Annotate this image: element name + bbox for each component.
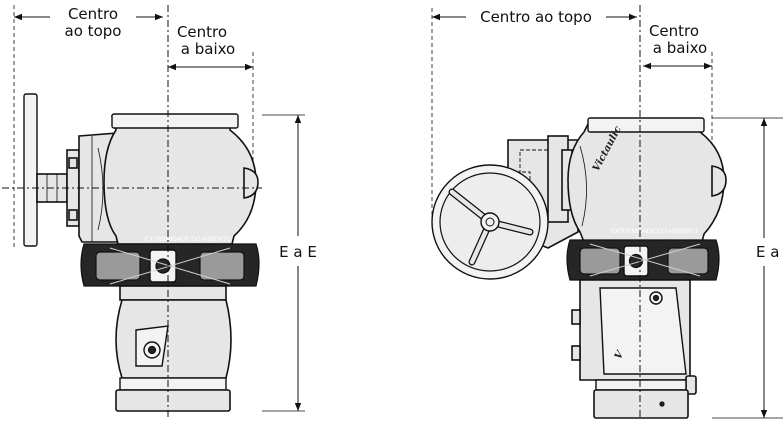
right-center-to-top-label: Centro ao topo — [480, 8, 592, 26]
left-valve-view: Centro ao topo Centro a baixo E a E Vict… — [2, 4, 317, 418]
right-center-to-bottom-label-line2: a baixo — [653, 39, 707, 57]
right-end-to-end-label: E a E — [756, 243, 783, 261]
right-top-flange — [587, 117, 705, 133]
left-groove-ring — [119, 377, 227, 391]
right-center-to-bottom-label-line1: Centro — [649, 22, 699, 40]
right-seat-end-label: EXTREMIDADE DO ASSENTO — [611, 228, 698, 235]
left-center-to-top-label-line1: Centro — [68, 5, 118, 23]
left-bottom-end — [115, 389, 231, 412]
left-center-to-bottom-label-line1: Centro — [177, 23, 227, 41]
right-valve-view: Centro ao topo Centro a baixo E a E Vict… — [431, 5, 783, 420]
right-handwheel-hub — [480, 212, 500, 232]
left-center-to-top-label-line2: ao topo — [65, 22, 122, 40]
left-seat-end-label: EXTREMIDADE DO ASSENTO — [145, 236, 232, 243]
right-side-boss — [711, 165, 727, 197]
right-groove-ring — [595, 379, 687, 391]
left-top-flange — [111, 113, 239, 129]
left-end-to-end-label: E a E — [279, 243, 317, 261]
right-valve-body — [567, 119, 725, 243]
left-center-to-bottom-label-line2: a baixo — [181, 40, 235, 58]
left-valve-body — [103, 115, 257, 245]
left-side-boss — [243, 167, 259, 199]
left-lower-body — [115, 299, 232, 379]
left-handwheel-rim — [23, 93, 38, 247]
left-lower-neck — [119, 285, 227, 301]
right-bottom-end — [593, 389, 689, 419]
